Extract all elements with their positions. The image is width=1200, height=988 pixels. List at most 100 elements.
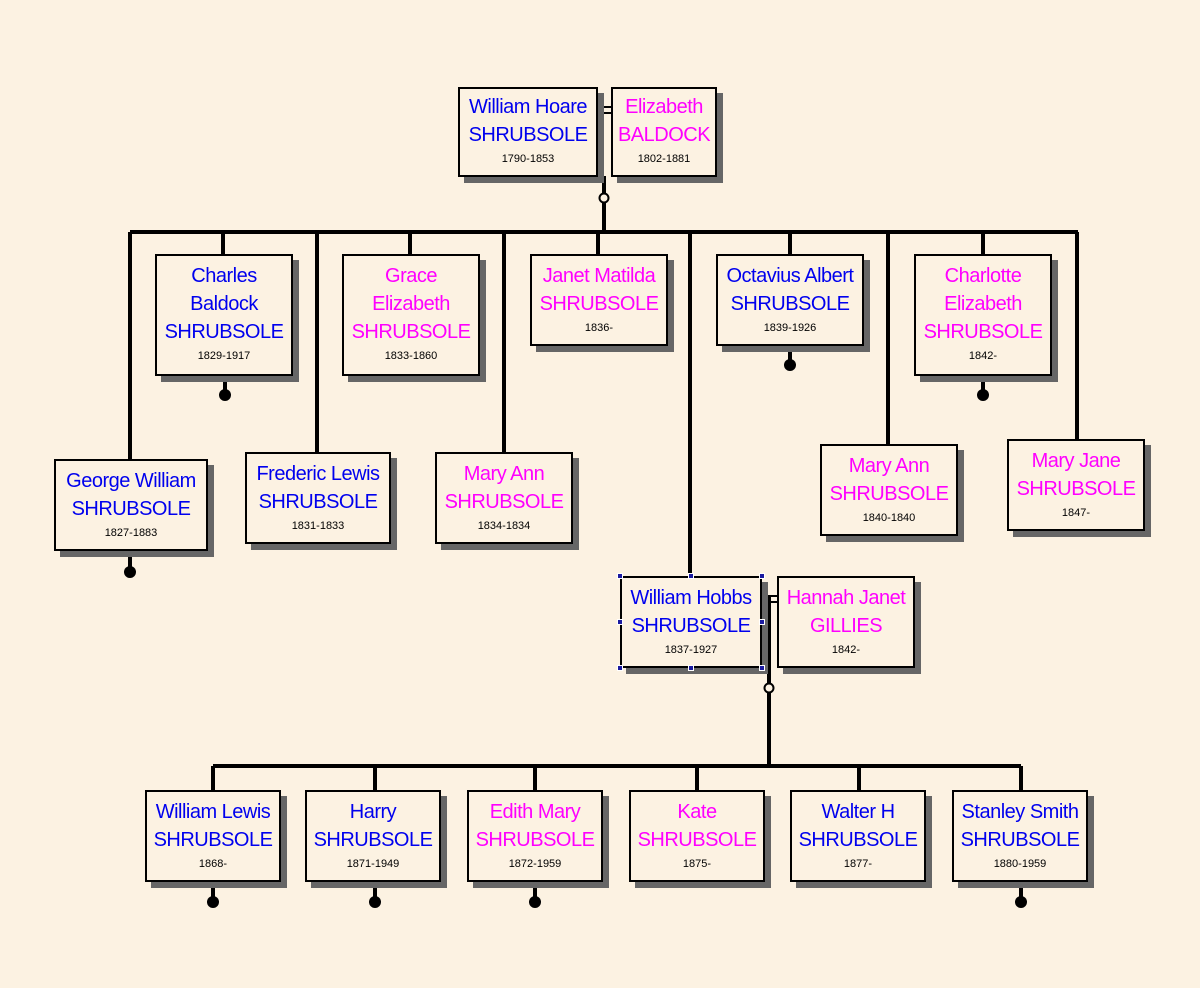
person-william-hobbs[interactable]: William Hobbs SHRUBSOLE 1837-1927 xyxy=(620,576,762,668)
person-name: William Lewis xyxy=(155,801,271,823)
person-name: Octavius Albert xyxy=(726,265,854,287)
person-name: Mary Ann xyxy=(848,455,930,477)
person-dates: 1829-1917 xyxy=(197,350,251,362)
person-surname: SHRUBSOLE xyxy=(798,829,918,851)
selection-handle[interactable] xyxy=(759,665,765,671)
person-surname: SHRUBSOLE xyxy=(730,293,850,315)
selection-handle[interactable] xyxy=(688,665,694,671)
person-surname: SHRUBSOLE xyxy=(153,829,273,851)
person-name: Kate xyxy=(677,801,717,823)
person-name: Frederic Lewis xyxy=(256,463,380,485)
person-surname: SHRUBSOLE xyxy=(164,321,284,343)
person-elizabeth-baldock[interactable]: Elizabeth BALDOCK 1802-1881 xyxy=(611,87,717,177)
marriage-ring-icon xyxy=(598,192,610,204)
person-name: Elizabeth xyxy=(944,293,1022,315)
descendants-marker-icon[interactable] xyxy=(784,359,796,371)
person-dates: 1875- xyxy=(682,858,712,870)
person-surname: SHRUBSOLE xyxy=(475,829,595,851)
person-stanley[interactable]: Stanley Smith SHRUBSOLE 1880-1959 xyxy=(952,790,1088,882)
person-hannah[interactable]: Hannah Janet GILLIES 1842- xyxy=(777,576,915,668)
person-surname: SHRUBSOLE xyxy=(637,829,757,851)
person-dates: 1837-1927 xyxy=(664,644,718,656)
person-charlotte[interactable]: Charlotte Elizabeth SHRUBSOLE 1842- xyxy=(914,254,1052,376)
person-name: Charlotte xyxy=(944,265,1022,287)
person-name: Hannah Janet xyxy=(786,587,906,609)
person-william-lewis[interactable]: William Lewis SHRUBSOLE 1868- xyxy=(145,790,281,882)
person-dates: 1842- xyxy=(831,644,861,656)
person-name: Grace xyxy=(385,265,437,287)
person-dates: 1872-1959 xyxy=(508,858,562,870)
person-surname: SHRUBSOLE xyxy=(71,498,191,520)
person-dates: 1834-1834 xyxy=(477,520,531,532)
person-dates: 1842- xyxy=(968,350,998,362)
person-dates: 1836- xyxy=(584,322,614,334)
person-dates: 1827-1883 xyxy=(104,527,158,539)
person-name: Charles xyxy=(191,265,257,287)
person-dates: 1839-1926 xyxy=(763,322,817,334)
selection-handle[interactable] xyxy=(759,619,765,625)
person-name: Mary Jane xyxy=(1031,450,1121,472)
person-edith[interactable]: Edith Mary SHRUBSOLE 1872-1959 xyxy=(467,790,603,882)
person-surname: SHRUBSOLE xyxy=(351,321,471,343)
person-dates: 1871-1949 xyxy=(346,858,400,870)
person-william-hoare[interactable]: William Hoare SHRUBSOLE 1790-1853 xyxy=(458,87,598,177)
person-surname: SHRUBSOLE xyxy=(1016,478,1136,500)
marriage-ring-icon xyxy=(763,682,775,694)
descendants-marker-icon[interactable] xyxy=(369,896,381,908)
person-octavius[interactable]: Octavius Albert SHRUBSOLE 1839-1926 xyxy=(716,254,864,346)
person-surname: SHRUBSOLE xyxy=(444,491,564,513)
person-walter[interactable]: Walter H SHRUBSOLE 1877- xyxy=(790,790,926,882)
descendants-marker-icon[interactable] xyxy=(219,389,231,401)
person-surname: SHRUBSOLE xyxy=(829,483,949,505)
person-surname: GILLIES xyxy=(809,615,883,637)
person-mary-ann-1840[interactable]: Mary Ann SHRUBSOLE 1840-1840 xyxy=(820,444,958,536)
person-name: Janet Matilda xyxy=(542,265,656,287)
person-surname: SHRUBSOLE xyxy=(258,491,378,513)
selection-handle[interactable] xyxy=(617,619,623,625)
person-dates: 1831-1833 xyxy=(291,520,345,532)
person-kate[interactable]: Kate SHRUBSOLE 1875- xyxy=(629,790,765,882)
person-name: George William xyxy=(66,470,196,492)
person-dates: 1847- xyxy=(1061,507,1091,519)
person-harry[interactable]: Harry SHRUBSOLE 1871-1949 xyxy=(305,790,441,882)
person-janet[interactable]: Janet Matilda SHRUBSOLE 1836- xyxy=(530,254,668,346)
person-mary-ann-1834[interactable]: Mary Ann SHRUBSOLE 1834-1834 xyxy=(435,452,573,544)
descendants-marker-icon[interactable] xyxy=(529,896,541,908)
person-name: Elizabeth xyxy=(372,293,450,315)
person-dates: 1802-1881 xyxy=(637,153,691,165)
person-name: Edith Mary xyxy=(489,801,581,823)
person-charles[interactable]: Charles Baldock SHRUBSOLE 1829-1917 xyxy=(155,254,293,376)
person-dates: 1790-1853 xyxy=(501,153,555,165)
person-name: Stanley Smith xyxy=(961,801,1079,823)
person-name: William Hobbs xyxy=(630,587,752,609)
person-dates: 1840-1840 xyxy=(862,512,916,524)
person-dates: 1833-1860 xyxy=(384,350,438,362)
person-surname: SHRUBSOLE xyxy=(923,321,1043,343)
person-grace[interactable]: Grace Elizabeth SHRUBSOLE 1833-1860 xyxy=(342,254,480,376)
person-name: William Hoare xyxy=(469,96,587,118)
person-surname: SHRUBSOLE xyxy=(960,829,1080,851)
selection-handle[interactable] xyxy=(688,573,694,579)
person-surname: BALDOCK xyxy=(617,124,711,146)
descendants-marker-icon[interactable] xyxy=(977,389,989,401)
person-mary-jane[interactable]: Mary Jane SHRUBSOLE 1847- xyxy=(1007,439,1145,531)
selection-handle[interactable] xyxy=(617,665,623,671)
descendants-marker-icon[interactable] xyxy=(1015,896,1027,908)
person-dates: 1868- xyxy=(198,858,228,870)
person-dates: 1877- xyxy=(843,858,873,870)
person-name: Baldock xyxy=(190,293,258,315)
descendants-marker-icon[interactable] xyxy=(124,566,136,578)
person-frederic[interactable]: Frederic Lewis SHRUBSOLE 1831-1833 xyxy=(245,452,391,544)
descendants-marker-icon[interactable] xyxy=(207,896,219,908)
person-george[interactable]: George William SHRUBSOLE 1827-1883 xyxy=(54,459,208,551)
person-name: Mary Ann xyxy=(463,463,545,485)
person-surname: SHRUBSOLE xyxy=(631,615,751,637)
person-surname: SHRUBSOLE xyxy=(539,293,659,315)
person-name: Elizabeth xyxy=(625,96,703,118)
person-dates: 1880-1959 xyxy=(993,858,1047,870)
selection-handle[interactable] xyxy=(617,573,623,579)
person-surname: SHRUBSOLE xyxy=(313,829,433,851)
selection-handle[interactable] xyxy=(759,573,765,579)
person-name: Walter H xyxy=(821,801,895,823)
